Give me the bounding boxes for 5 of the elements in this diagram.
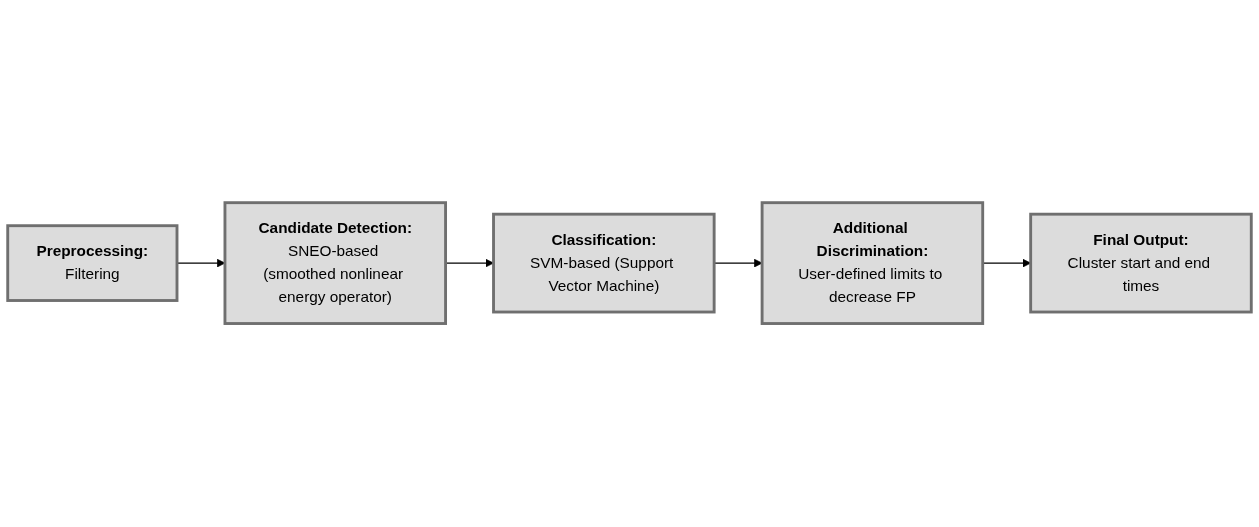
node-box: Additional Discrimination: User-defined limits to decrease FP (760, 201, 985, 326)
node-box: Classification: SVM-based (Support Vector Machine) (492, 213, 716, 314)
node-box: Final Output: Cluster start and end times (1029, 213, 1253, 314)
node-box: Preprocessing: Filtering (6, 224, 179, 303)
node-box: Candidate Detection: SNEO-based (smoothed nonlinear energy operator) (223, 201, 447, 326)
